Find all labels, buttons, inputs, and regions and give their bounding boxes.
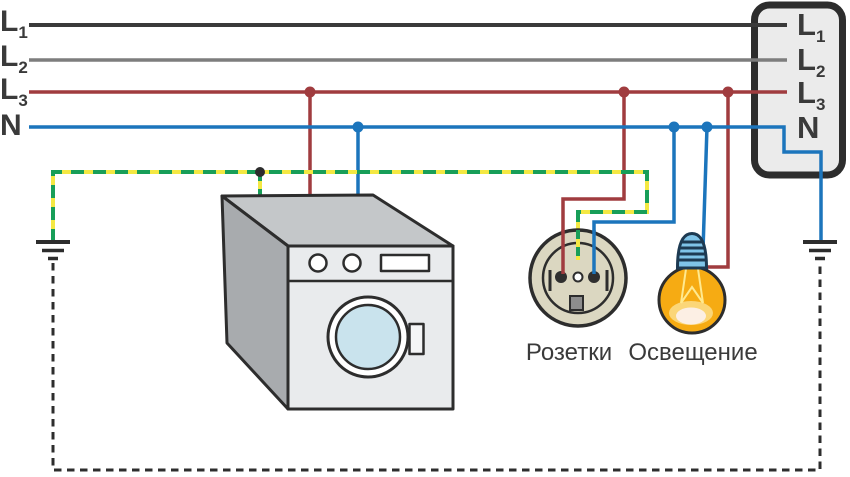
bulb-base-threads (678, 240, 706, 262)
junction-l3-washer (304, 86, 316, 98)
bus-label-l2-sub: 2 (18, 58, 28, 77)
light-bulb-icon (657, 231, 727, 335)
distribution-box-body (751, 1, 846, 179)
panel-label-l1-main: L (797, 7, 816, 42)
panel-label-l2: L2 (797, 44, 825, 80)
panel-label-n: N (797, 112, 819, 148)
bus-label-l3-main: L (0, 73, 19, 106)
bus-label-l2: L2 (0, 40, 28, 77)
washing-machine-icon (220, 193, 455, 411)
panel-label-l3: L3 (797, 77, 825, 113)
junction-n-bulb (701, 121, 713, 133)
bus-label-l1-sub: 1 (18, 23, 28, 42)
wire-n-to-socket (592, 127, 676, 232)
wire-n-to-bulb (701, 126, 709, 251)
lighting-label: Освещение (628, 339, 758, 366)
bus-label-l1: L1 (0, 5, 28, 42)
wire-l3-to-bulb (704, 92, 730, 269)
panel-label-l3-main: L (797, 75, 816, 110)
socket-hole-left (555, 271, 567, 283)
socket-ground-clip (569, 295, 584, 311)
wire-pe-green (51, 170, 649, 242)
bus-label-l1-main: L (0, 5, 19, 38)
junction-n-washer (352, 121, 364, 133)
washer-door-handle (408, 322, 425, 356)
washer-knob-2 (342, 253, 362, 273)
sockets-label: Розетки (525, 339, 613, 366)
wire-n (29, 125, 823, 243)
bus-label-n-main: N (0, 109, 22, 142)
socket-hole-right (588, 271, 600, 283)
washer-display (379, 253, 431, 273)
washer-knob-1 (308, 253, 328, 273)
panel-label-l1-sub: 1 (815, 27, 826, 47)
bulb-filament (680, 268, 704, 304)
junction-dots (255, 86, 734, 177)
panel-label-l2-main: L (797, 42, 816, 77)
panel-label-l2-sub: 2 (815, 62, 826, 82)
junction-l3-bulb (722, 86, 734, 98)
junction-pe-washer (255, 167, 265, 177)
earth-loop-dashed (51, 263, 822, 472)
washer-door-glass (334, 303, 402, 371)
bus-label-l3: L3 (0, 73, 28, 110)
junction-l3-socket (618, 86, 630, 98)
ground-symbol-right (803, 240, 837, 261)
bulb-screw-base (675, 231, 709, 270)
bus-label-l3-sub: 3 (18, 91, 28, 110)
panel-label-n-main: N (797, 110, 820, 145)
panel-label-l3-sub: 3 (815, 95, 826, 115)
junction-n-socket (668, 121, 680, 133)
ground-symbol-left (36, 240, 70, 261)
bus-label-n: N (0, 111, 22, 145)
wire-l3-to-socket (561, 92, 626, 232)
panel-label-l1: L1 (797, 9, 825, 45)
socket-center-pin (572, 271, 584, 283)
distribution-box (751, 1, 846, 179)
bulb-glow-inner (676, 307, 706, 325)
bus-label-l2-main: L (0, 40, 19, 73)
